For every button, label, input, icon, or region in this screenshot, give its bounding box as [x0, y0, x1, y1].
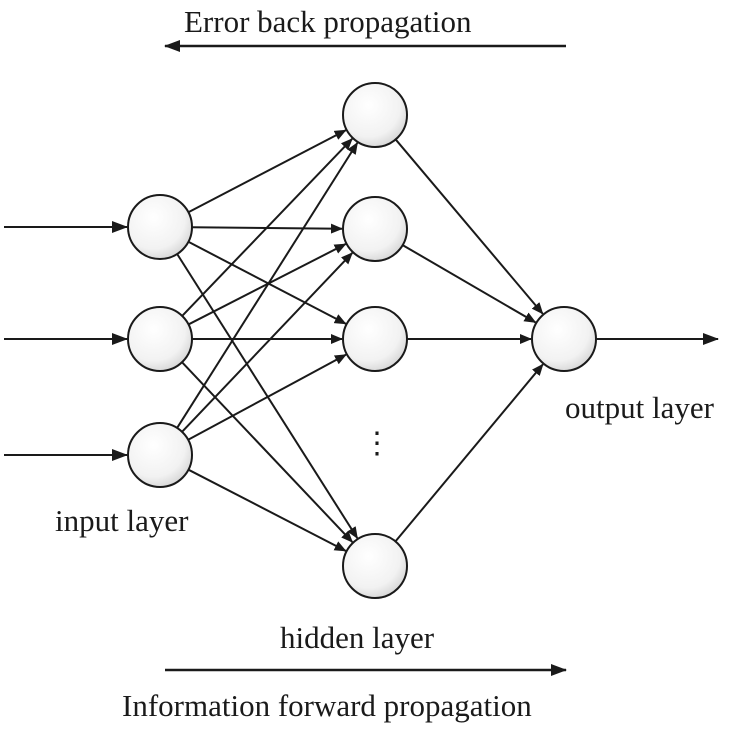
edge-input2-hidden4	[181, 361, 354, 543]
input-node-1	[127, 194, 193, 260]
edge-hidden2-output	[402, 244, 537, 324]
edge-input3-hidden3	[187, 353, 347, 441]
edge-hidden4-output	[394, 363, 544, 543]
hidden-ellipsis: ⋮	[362, 427, 392, 460]
hidden-layer-label: hidden layer	[280, 620, 435, 655]
error-back-propagation-label: Error back propagation	[184, 4, 472, 39]
edge-hidden1-output	[394, 138, 544, 315]
input-node-2	[127, 306, 193, 372]
edge-input3-hidden4	[187, 468, 347, 552]
edge-input1-hidden3	[187, 240, 347, 325]
edge-input2-hidden1	[181, 138, 353, 317]
input-node-3	[127, 422, 193, 488]
hidden-node-4	[342, 533, 408, 599]
hidden-node-2	[342, 196, 408, 262]
network-nodes	[127, 82, 597, 599]
edge-input3-hidden2	[181, 252, 353, 433]
input-layer-label: input layer	[55, 503, 189, 538]
output-layer-label: output layer	[565, 390, 714, 425]
edge-input3-hidden1	[176, 142, 359, 429]
connection-edges	[4, 129, 719, 552]
edge-input1-hidden1	[187, 129, 347, 214]
information-forward-propagation-label: Information forward propagation	[122, 688, 532, 723]
hidden-node-3	[342, 306, 408, 372]
hidden-node-1	[342, 82, 408, 148]
output-node	[531, 306, 597, 372]
